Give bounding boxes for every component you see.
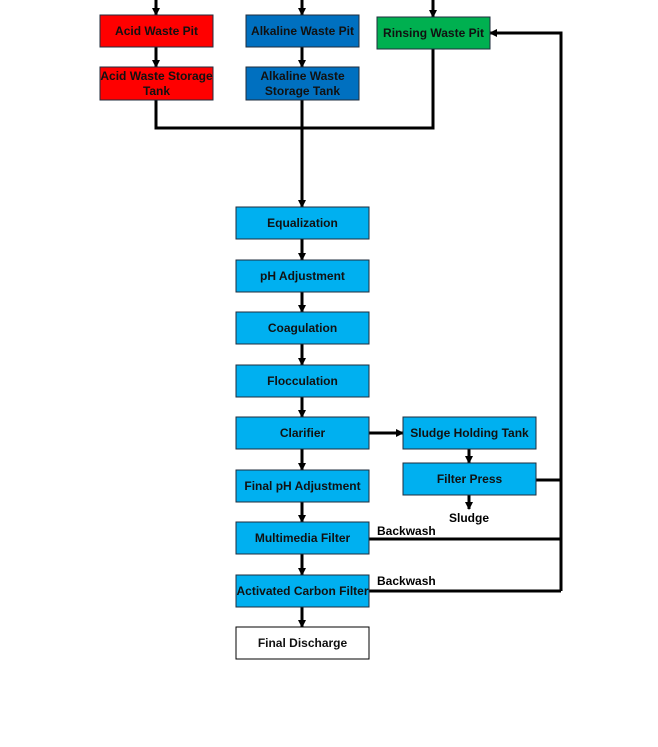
final-ph-label: Final pH Adjustment: [244, 479, 360, 493]
clarifier-box: Clarifier: [235, 416, 370, 450]
discharge-label: Final Discharge: [258, 636, 348, 650]
acid-pit-rect: [99, 14, 214, 48]
sludge-tank-box: Sludge Holding Tank: [402, 416, 537, 450]
coagulation-label: Coagulation: [268, 321, 337, 335]
discharge-rect: [235, 626, 370, 660]
flocculation-box: Flocculation: [235, 364, 370, 398]
clarifier-rect: [235, 416, 370, 450]
multimedia-box: Multimedia Filter: [235, 521, 370, 555]
coagulation-box: Coagulation: [235, 311, 370, 345]
equalization-rect: [235, 206, 370, 240]
equalization-box: Equalization: [235, 206, 370, 240]
filter-press-rect: [402, 462, 537, 496]
connector-lines: [152, 0, 563, 628]
edge-labels: Sludge Backwash Backwash: [377, 511, 489, 588]
acid-tank-label: Tank: [143, 84, 170, 98]
final-ph-box: Final pH Adjustment: [235, 469, 370, 503]
sludge-label: Sludge: [449, 511, 489, 525]
acid-tank-label: Acid Waste Storage: [100, 69, 213, 83]
alk-pit-label: Alkaline Waste Pit: [251, 24, 354, 38]
rinse-pit-label: Rinsing Waste Pit: [383, 26, 484, 40]
alk-tank-label: Alkaline Waste: [260, 69, 345, 83]
acid-tank-to-header-connector: [154, 100, 302, 130]
flocculation-rect: [235, 364, 370, 398]
backwash-label-multimedia: Backwash: [377, 524, 436, 538]
equalization-label: Equalization: [267, 216, 338, 230]
final-ph-rect: [235, 469, 370, 503]
clarifier-label: Clarifier: [280, 426, 326, 440]
return-riser-to-rinsing-connector: [489, 29, 563, 591]
carbon-rect: [235, 574, 370, 608]
sludge-tank-label: Sludge Holding Tank: [410, 426, 529, 440]
multimedia-rect: [235, 521, 370, 555]
flocculation-label: Flocculation: [267, 374, 338, 388]
sludge-tank-rect: [402, 416, 537, 450]
alk-tank-rect: [245, 66, 360, 101]
rinse-pit-box: Rinsing Waste Pit: [376, 16, 491, 50]
ph-adjustment-label: pH Adjustment: [260, 269, 345, 283]
ph-adjustment-rect: [235, 259, 370, 293]
coagulation-rect: [235, 311, 370, 345]
ph-adjustment-box: pH Adjustment: [235, 259, 370, 293]
rinse-pit-rect: [376, 16, 491, 50]
filter-press-label: Filter Press: [437, 472, 503, 486]
acid-pit-label: Acid Waste Pit: [115, 24, 198, 38]
backwash-label-carbon: Backwash: [377, 574, 436, 588]
acid-tank-rect: [99, 66, 214, 101]
alk-tank-label: Storage Tank: [265, 84, 340, 98]
discharge-box: Final Discharge: [235, 626, 370, 660]
filter-press-box: Filter Press: [402, 462, 537, 496]
acid-pit-box: Acid Waste Pit: [99, 14, 214, 48]
rinsing-pit-to-header-connector: [302, 49, 435, 130]
alk-pit-box: Alkaline Waste Pit: [245, 14, 360, 48]
alk-pit-rect: [245, 14, 360, 48]
carbon-label: Activated Carbon Filter: [236, 584, 368, 598]
carbon-box: Activated Carbon Filter: [235, 574, 370, 608]
multimedia-label: Multimedia Filter: [255, 531, 351, 545]
